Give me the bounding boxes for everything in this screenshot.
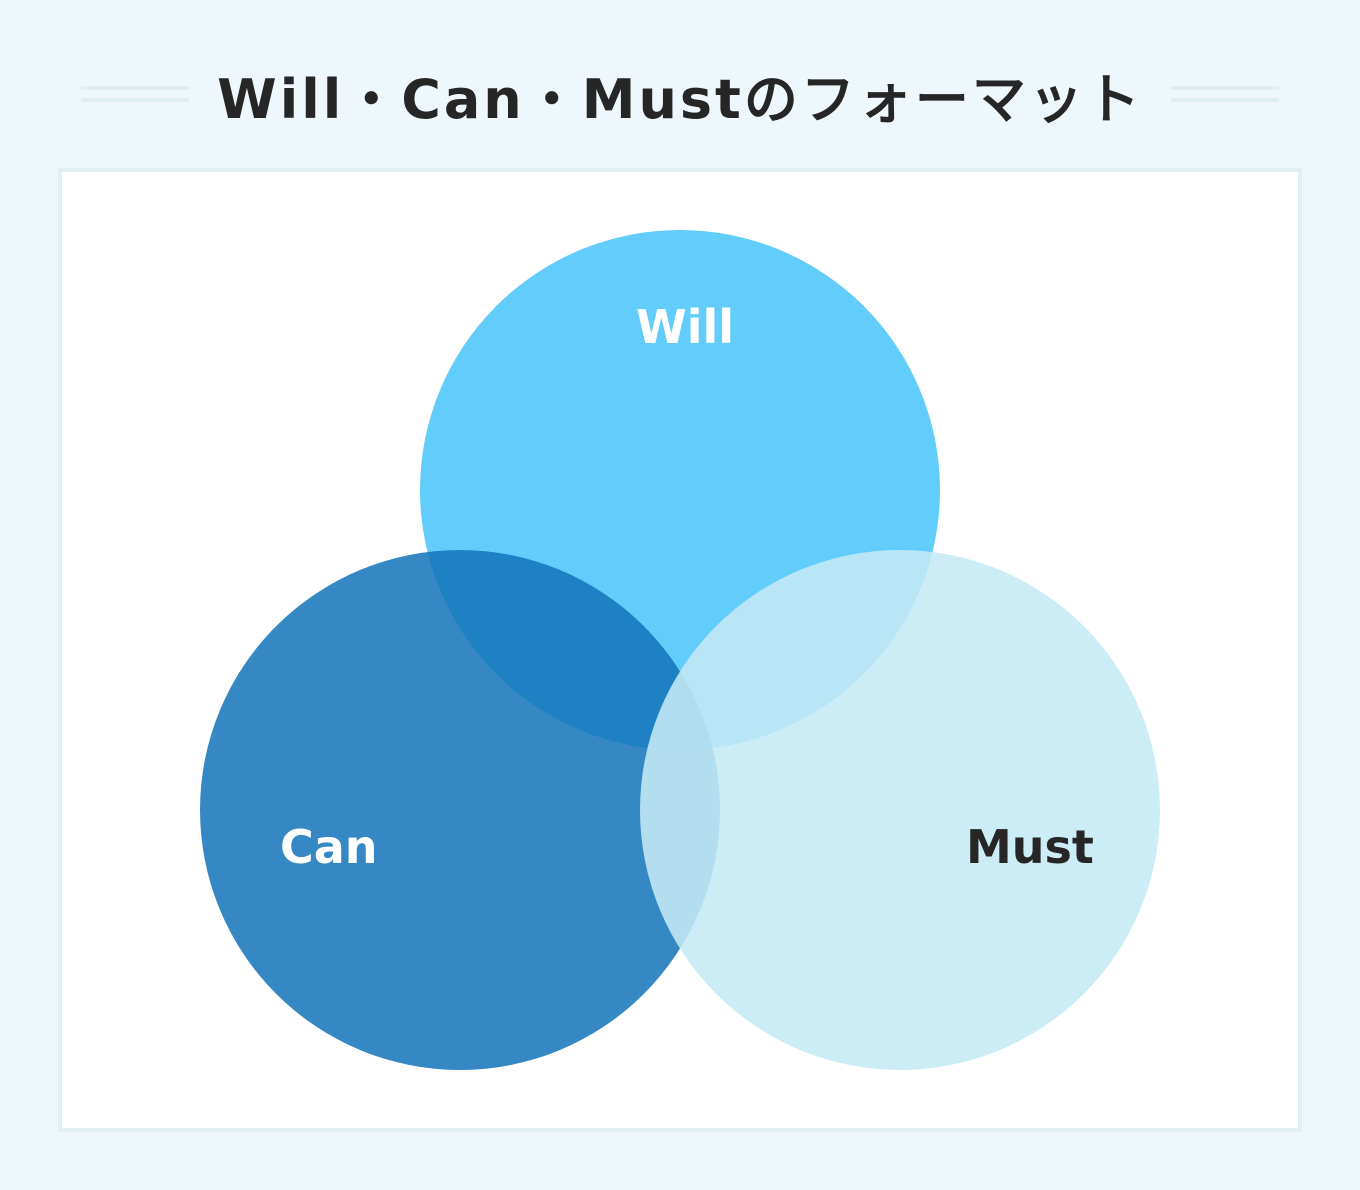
title-decoration-left xyxy=(81,86,190,102)
title-bar: Will・Can・Mustのフォーマット xyxy=(0,52,1360,136)
title-decoration-right xyxy=(1170,86,1279,102)
can-label: Can xyxy=(280,820,378,874)
page-title: Will・Can・Mustのフォーマット xyxy=(217,67,1143,131)
will-label: Will xyxy=(636,300,735,354)
can-circle xyxy=(200,550,720,1070)
must-label: Must xyxy=(966,820,1094,874)
must-circle xyxy=(640,550,1160,1070)
